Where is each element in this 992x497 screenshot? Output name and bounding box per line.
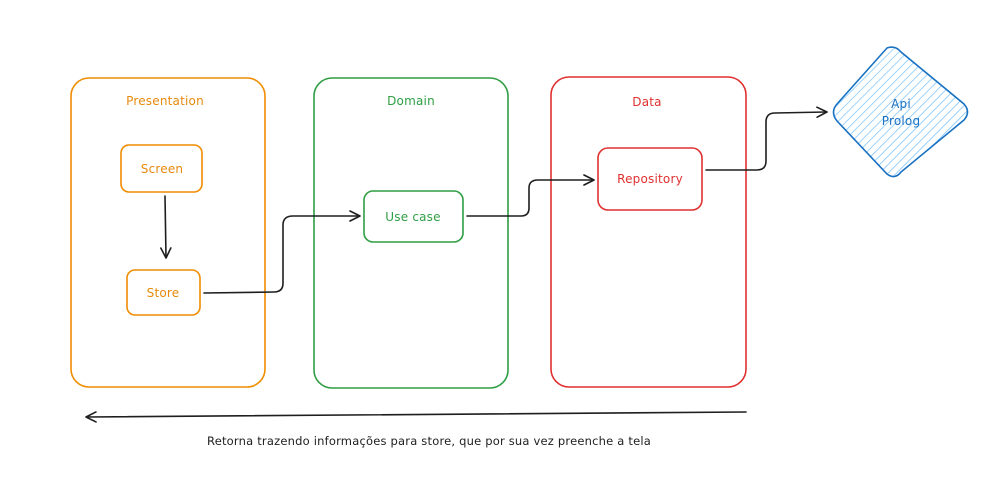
screen-node	[120, 144, 203, 193]
repository-node	[597, 147, 703, 211]
api-label-line2: Prolog	[881, 114, 921, 128]
use-case-node	[363, 190, 464, 243]
api-prolog-node	[832, 46, 969, 178]
domain-layer	[313, 77, 509, 389]
return-note: Retorna trazendo informações para store,…	[207, 434, 651, 448]
data-layer-title: Data	[632, 95, 662, 109]
presentation-layer-title: Presentation	[126, 94, 204, 108]
arrow-use-case-to-repository	[466, 174, 595, 217]
store-label: Store	[146, 286, 180, 300]
data-layer	[550, 76, 747, 388]
store-node	[126, 269, 201, 316]
arrow-return	[85, 411, 747, 423]
arrow-repository-to-api	[705, 106, 828, 171]
use-case-label: Use case	[385, 210, 441, 224]
screen-label: Screen	[140, 162, 184, 176]
api-label-line1: Api	[891, 97, 911, 111]
arrow-screen-to-store	[160, 195, 172, 259]
arrow-store-to-use-case	[203, 210, 361, 294]
repository-label: Repository	[617, 172, 683, 186]
domain-layer-title: Domain	[387, 94, 435, 108]
presentation-layer	[70, 77, 266, 388]
